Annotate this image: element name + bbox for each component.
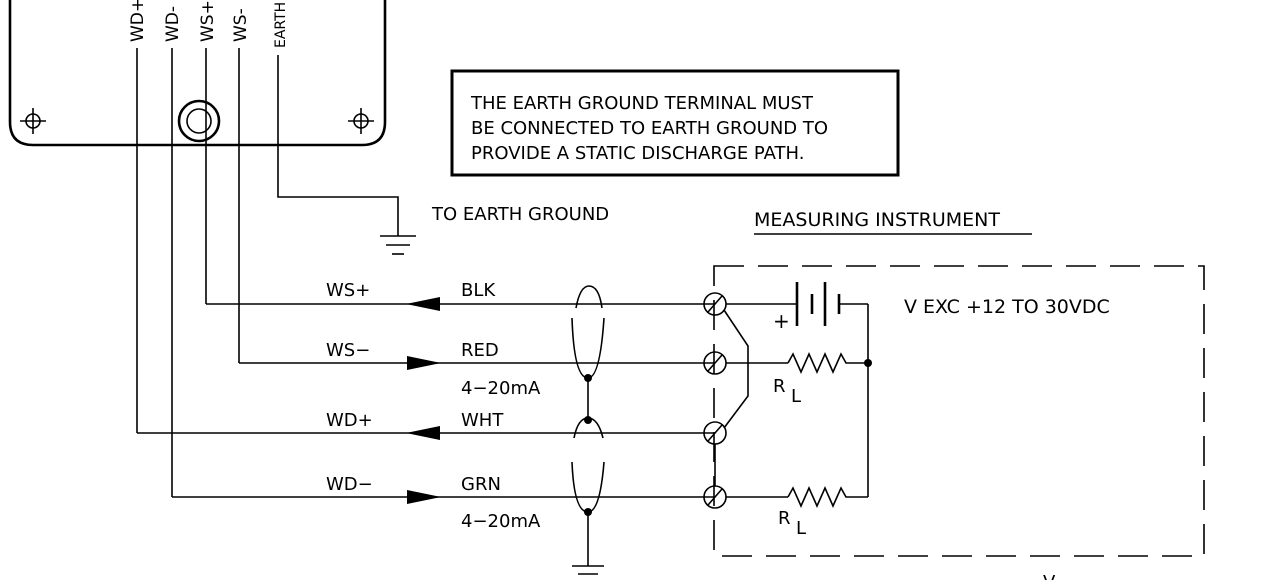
supply-label: V EXC +12 TO 30VDC xyxy=(904,296,1110,318)
resistor-upper-label: R xyxy=(773,376,786,397)
note-box xyxy=(450,69,900,177)
shield-ground-icon xyxy=(572,565,604,575)
mounting-hole-right-icon xyxy=(348,108,374,134)
pin-label-wd-plus: WD+ xyxy=(128,0,148,42)
instrument-title: MEASURING INSTRUMENT xyxy=(754,209,1000,231)
instrument-box xyxy=(713,265,1205,557)
twisted-pair-lower-icon xyxy=(571,461,605,566)
arrow-left-icon xyxy=(406,297,440,311)
device-enclosure xyxy=(8,0,387,147)
twisted-pair-upper-icon xyxy=(571,285,605,439)
bottom-partial-label: V xyxy=(1043,572,1056,580)
lead-earth xyxy=(277,55,399,236)
cable-gland-icon xyxy=(177,99,221,143)
battery-icon xyxy=(795,282,868,326)
note-line-1: THE EARTH GROUND TERMINAL MUST xyxy=(470,93,814,114)
pin-label-ws-plus: WS+ xyxy=(198,0,218,42)
signal-label-wd-minus: WD− xyxy=(326,474,373,495)
mounting-hole-left-icon xyxy=(20,108,46,134)
resistor-upper-sub: L xyxy=(791,386,801,407)
signal-label-ws-minus: WS− xyxy=(326,340,370,361)
earth-ground-label: TO EARTH GROUND xyxy=(431,204,609,225)
cross-wire xyxy=(723,309,749,429)
junction-dot xyxy=(864,359,872,367)
note-line-2: BE CONNECTED TO EARTH GROUND TO xyxy=(471,118,828,139)
arrow-left-icon xyxy=(406,426,440,440)
pin-label-wd-minus: WD- xyxy=(163,6,183,42)
arrow-right-icon xyxy=(407,490,441,504)
arrow-right-icon xyxy=(407,356,441,370)
wire-color-red: RED xyxy=(461,340,499,361)
battery-plus-label: + xyxy=(773,309,790,333)
current-label-upper: 4−20mA xyxy=(461,378,541,399)
signal-label-ws-plus: WS+ xyxy=(326,280,370,301)
wire-color-wht: WHT xyxy=(461,410,504,431)
resistor-upper-icon xyxy=(787,352,868,374)
earth-ground-icon xyxy=(380,235,416,255)
pin-label-ws-minus: WS- xyxy=(231,8,251,42)
wire-color-grn: GRN xyxy=(461,474,501,495)
resistor-lower-label: R xyxy=(778,508,791,529)
pin-label-earth: EARTH xyxy=(273,2,289,48)
note-line-3: PROVIDE A STATIC DISCHARGE PATH. xyxy=(471,143,804,164)
current-label-lower: 4−20mA xyxy=(461,511,541,532)
wire-color-blk: BLK xyxy=(461,280,496,301)
signal-label-wd-plus: WD+ xyxy=(326,410,373,431)
resistor-lower-icon xyxy=(787,486,868,508)
resistor-lower-sub: L xyxy=(796,518,806,539)
